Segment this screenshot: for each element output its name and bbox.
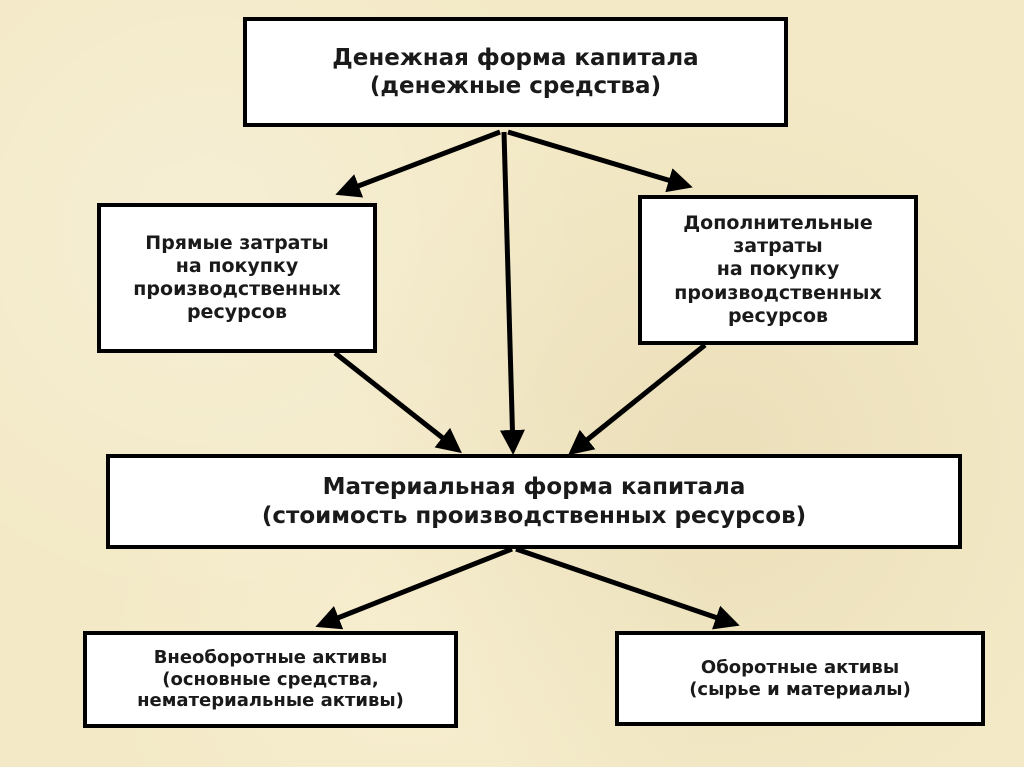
additional-costs-line-5: ресурсов — [727, 304, 829, 327]
additional-costs-line-3: на покупку — [716, 258, 840, 281]
noncurrent-assets-line-1: Внеоборотные активы — [153, 646, 388, 668]
current-assets-box: Оборотные активы (сырье и материалы) — [615, 631, 985, 726]
arrow-additional-to-material — [568, 343, 707, 456]
money-capital-subtitle: (денежные средства) — [369, 73, 662, 99]
noncurrent-assets-box: Внеоборотные активы (основные средства, … — [83, 631, 458, 728]
additional-costs-line-2: затраты — [733, 235, 823, 258]
current-assets-line-1: Оборотные активы — [700, 656, 900, 678]
additional-costs-line-1: Дополнительные — [683, 212, 873, 235]
direct-costs-line-2: на покупку — [175, 254, 299, 277]
current-assets-line-2: (сырье и материалы) — [689, 678, 911, 700]
material-capital-subtitle: (стоимость производственных ресурсов) — [261, 502, 807, 529]
direct-costs-box: Прямые затраты на покупку производственн… — [97, 203, 377, 353]
arrow-money-to-direct — [335, 129, 501, 198]
arrow-money-to-additional — [507, 129, 693, 193]
direct-costs-line-3: производственных — [133, 278, 341, 300]
arrow-money-to-material — [499, 131, 525, 455]
money-capital-box: Денежная форма капитала (денежные средст… — [243, 17, 788, 127]
material-capital-box: Материальная форма капитала (стоимость п… — [106, 454, 962, 549]
noncurrent-assets-line-3: нематериальные активы) — [137, 690, 404, 712]
arrow-direct-to-material — [333, 351, 462, 454]
arrow-material-to-current — [515, 546, 740, 630]
direct-costs-line-1: Прямые затраты — [145, 231, 329, 254]
additional-costs-line-4: производственных — [674, 281, 882, 304]
money-capital-title: Денежная форма капитала — [332, 44, 699, 71]
direct-costs-line-4: ресурсов — [186, 301, 288, 324]
arrow-material-to-noncurrent — [315, 546, 513, 630]
noncurrent-assets-line-2: (основные средства, — [162, 668, 379, 690]
additional-costs-box: Дополнительные затраты на покупку произв… — [638, 195, 918, 345]
material-capital-title: Материальная форма капитала — [322, 474, 746, 501]
